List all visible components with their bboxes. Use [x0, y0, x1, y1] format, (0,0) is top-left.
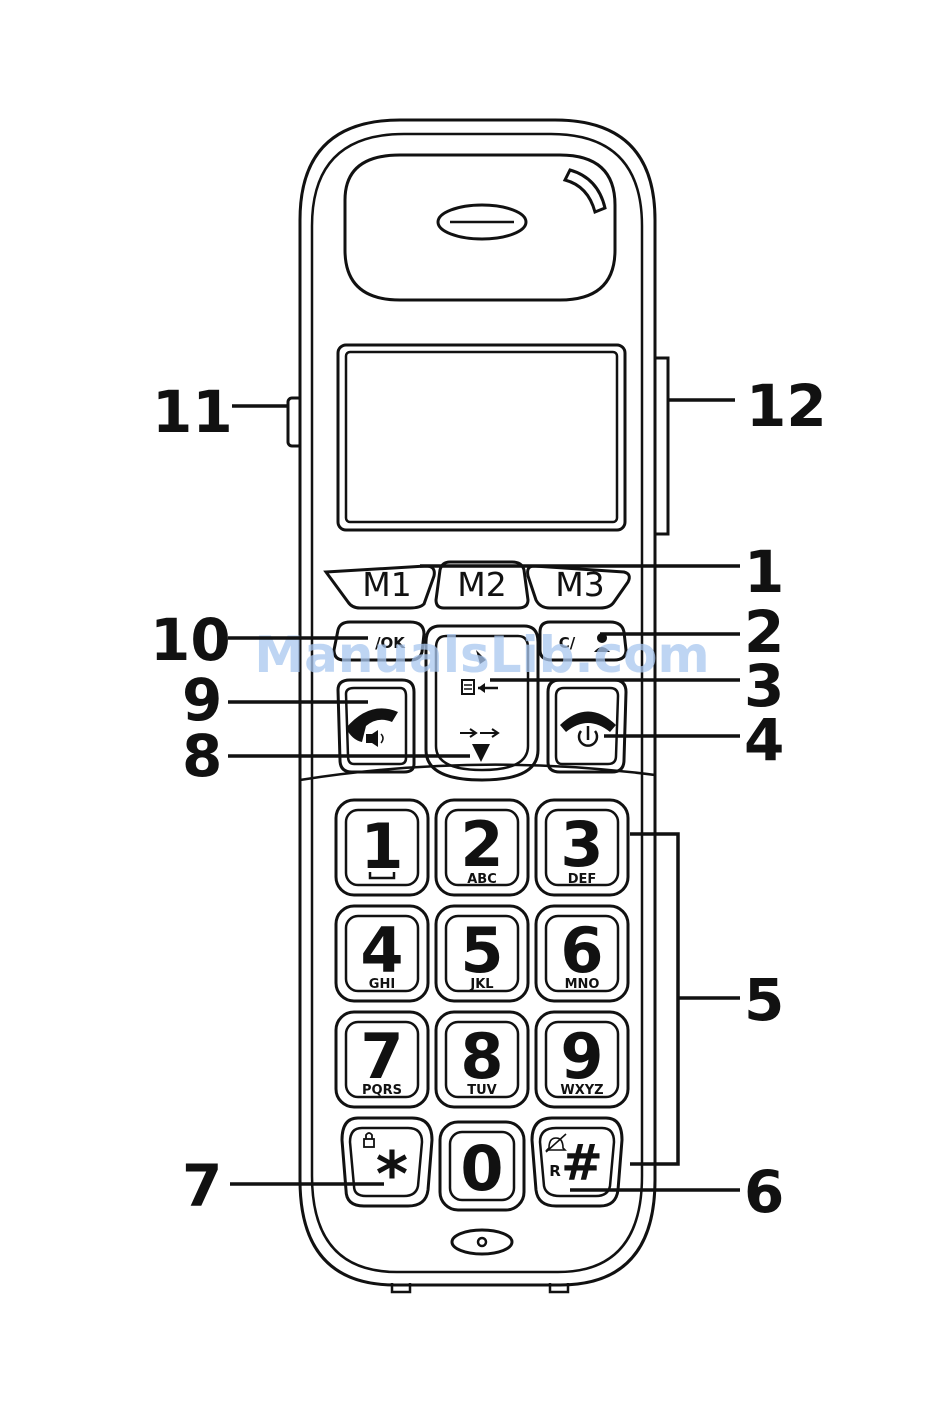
- key-5: 5 JKL: [436, 906, 528, 1001]
- callout-7: 7: [182, 1152, 222, 1220]
- memory-key-m3-label: M3: [555, 565, 604, 604]
- end-key: [548, 680, 626, 772]
- key-hash: # R: [532, 1118, 622, 1206]
- callout-6: 6: [744, 1158, 784, 1226]
- key-star: *: [342, 1118, 432, 1211]
- memory-key-m1-label: M1: [362, 565, 411, 604]
- key-8: 8 TUV: [436, 1012, 528, 1107]
- key-3-digit: 3: [560, 808, 603, 881]
- callout-8: 8: [182, 722, 222, 790]
- key-6: 6 MNO: [536, 906, 628, 1001]
- key-0: 0: [440, 1122, 524, 1210]
- key-star-digit: *: [376, 1138, 408, 1211]
- key-6-letters: MNO: [565, 977, 600, 992]
- key-7-letters: PQRS: [362, 1083, 402, 1098]
- key-0-digit: 0: [460, 1132, 503, 1205]
- key-9: 9 WXYZ: [536, 1012, 628, 1107]
- key-3: 3 DEF: [536, 800, 628, 895]
- memory-key-m3: M3: [528, 565, 630, 608]
- talk-key: [338, 680, 414, 772]
- key-4-letters: GHI: [369, 977, 395, 992]
- callout-11: 11: [152, 378, 233, 446]
- callout-1: 1: [744, 538, 784, 606]
- key-9-letters: WXYZ: [560, 1083, 603, 1098]
- callout-12: 12: [746, 372, 827, 440]
- callout-4: 4: [744, 706, 784, 774]
- memory-key-m2-label: M2: [457, 565, 506, 604]
- key-2-letters: ABC: [467, 872, 497, 887]
- callout-5: 5: [744, 966, 784, 1034]
- display-frame: [338, 345, 625, 530]
- key-1-digit: 1: [360, 810, 403, 883]
- key-1: 1: [336, 800, 428, 895]
- key-hash-sublabel: R: [549, 1162, 561, 1180]
- callout-10: 10: [150, 606, 231, 674]
- memory-key-m2: M2: [436, 562, 528, 608]
- key-3-letters: DEF: [568, 872, 597, 887]
- key-hash-digit: #: [561, 1134, 603, 1192]
- microphone: [452, 1230, 512, 1254]
- key-5-letters: JKL: [469, 977, 493, 992]
- key-7: 7 PQRS: [336, 1012, 428, 1107]
- key-2-digit: 2: [460, 808, 503, 881]
- key-4: 4 GHI: [336, 906, 428, 1001]
- key-2: 2 ABC: [436, 800, 528, 895]
- key-8-letters: TUV: [467, 1083, 497, 1098]
